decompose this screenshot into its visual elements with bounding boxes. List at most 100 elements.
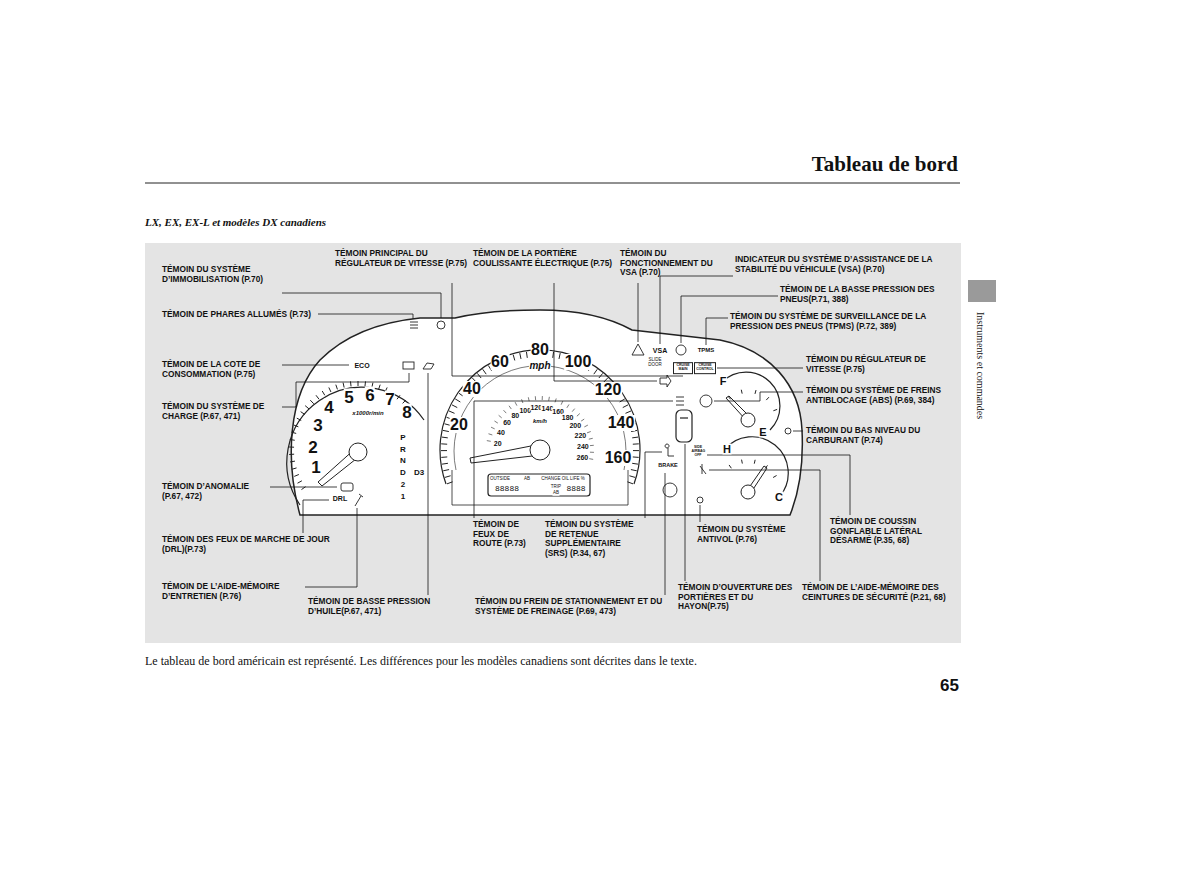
tick: [741, 390, 743, 394]
leader-line: [305, 508, 357, 587]
gauge-marking: TRIP: [550, 485, 561, 490]
tick: [443, 470, 449, 471]
gauge-marking: ECO: [354, 362, 370, 369]
gauge-marking: 240: [576, 443, 589, 450]
gauge-marking: C: [775, 492, 784, 503]
security-dot: [697, 497, 703, 503]
tick: [441, 450, 447, 451]
tick: [513, 355, 515, 361]
tick: [728, 396, 731, 399]
leader-line: [282, 365, 349, 366]
gauge-marking: 220: [574, 432, 587, 439]
gauge-marking: DRL: [332, 495, 347, 502]
tick: [336, 385, 338, 390]
gauge-marking: 1: [400, 493, 405, 501]
tick: [310, 400, 313, 404]
tick: [584, 425, 588, 427]
tick: [298, 481, 302, 483]
gauge-marking: 40: [463, 381, 482, 397]
tick: [305, 406, 309, 409]
leader-line: [303, 500, 329, 533]
tick: [445, 476, 451, 478]
gauge-marking: R: [400, 446, 407, 454]
callout-label: TÉMOIN DU RÉGULATEUR DE VITESSE (P.75): [806, 355, 956, 374]
gauge-marking: 1: [311, 459, 321, 476]
tick: [528, 397, 530, 401]
high-beam-icon: [676, 397, 684, 405]
gauge-marking: 260: [576, 454, 589, 461]
leader-line: [685, 444, 686, 581]
leader-line: [282, 373, 409, 407]
tick: [515, 402, 517, 406]
door-open-icon-window: [680, 417, 688, 418]
tick-row: [729, 460, 777, 478]
tick: [729, 465, 731, 468]
tick: [577, 414, 580, 417]
tick: [443, 430, 449, 431]
callout-label: TÉMOIN DU SYSTÈME D’IMMOBILISATION (P.70…: [162, 265, 282, 284]
check-engine-icon: [341, 483, 353, 491]
page-title: Tableau de bord: [812, 152, 958, 177]
display-housing: [452, 470, 628, 505]
speedometer-hub: [530, 440, 550, 460]
tick: [290, 439, 295, 441]
tick-row: [487, 396, 594, 459]
tick: [631, 470, 637, 471]
temperature-hub: [741, 485, 755, 499]
figure-panel: [145, 243, 961, 643]
speedometer-inner-rim: [454, 366, 626, 470]
tick: [633, 456, 639, 457]
tick: [590, 445, 594, 446]
tick: [741, 460, 743, 464]
gauge-marking: E: [759, 427, 767, 438]
tick: [441, 456, 447, 457]
gauge-marking: VSA: [652, 347, 667, 354]
callout-label: TÉMOIN DE L’AIDE-MÉMOIRE D’ENTRETIEN (P.…: [162, 582, 312, 601]
tick: [289, 446, 294, 447]
tick: [766, 397, 769, 400]
tick: [297, 418, 301, 420]
headlight-icon: [410, 322, 418, 328]
low-fuel-dot: [785, 428, 791, 434]
leader-line: [452, 283, 683, 376]
tick: [449, 411, 455, 413]
gauge-marking: BRAKE: [658, 463, 679, 469]
leader-line: [638, 283, 639, 342]
leader-line: [554, 283, 657, 381]
tick: [623, 405, 628, 408]
tick: [504, 410, 507, 413]
gauge-marking: OUTSIDE: [489, 477, 510, 482]
tire-pressure-icon: [676, 345, 686, 355]
title-rule: [145, 183, 960, 184]
gauge-marking: 3: [313, 417, 323, 434]
temperature-gauge-arc: [724, 437, 788, 496]
slide-door-arrow-icon: [660, 375, 671, 387]
tick: [301, 412, 305, 415]
gauge-marking: D3: [413, 469, 424, 477]
oil-pressure-icon: [423, 363, 434, 369]
tick: [633, 450, 639, 451]
tick: [632, 437, 638, 439]
tick: [294, 474, 299, 476]
callout-label: TÉMOIN DU BAS NIVEAU DU CARBURANT (P.74): [806, 426, 956, 445]
gauge-outlines: [287, 350, 788, 505]
tick: [633, 443, 639, 444]
gauge-marking: 2: [400, 481, 405, 489]
gauge-marking: CRUISE MAIN: [673, 362, 693, 374]
tick: [499, 415, 502, 418]
subtitle: LX, EX, EX-L et modèles DX canadiens: [145, 216, 326, 228]
tick: [632, 463, 638, 465]
callout-label: TÉMOIN DU SYSTÈME DE SURVEILLANCE DE LA …: [730, 312, 952, 331]
page-number: 65: [940, 676, 959, 696]
callout-label: TÉMOIN DE COUSSIN GONFLABLE LATÉRAL DÉSA…: [830, 517, 945, 546]
tick: [520, 353, 521, 359]
gauge-needles: [318, 396, 767, 499]
callout-label: TÉMOIN DU FREIN DE STATIONNEMENT ET DU S…: [475, 597, 670, 616]
tick: [567, 404, 569, 407]
tick: [442, 463, 448, 465]
tachometer-hub: [349, 443, 367, 461]
gauge-marking: P: [400, 434, 406, 442]
immobilizer-icon: [437, 321, 445, 329]
callout-label: TÉMOIN PRINCIPAL DU RÉGULATEUR DE VITESS…: [335, 249, 470, 268]
